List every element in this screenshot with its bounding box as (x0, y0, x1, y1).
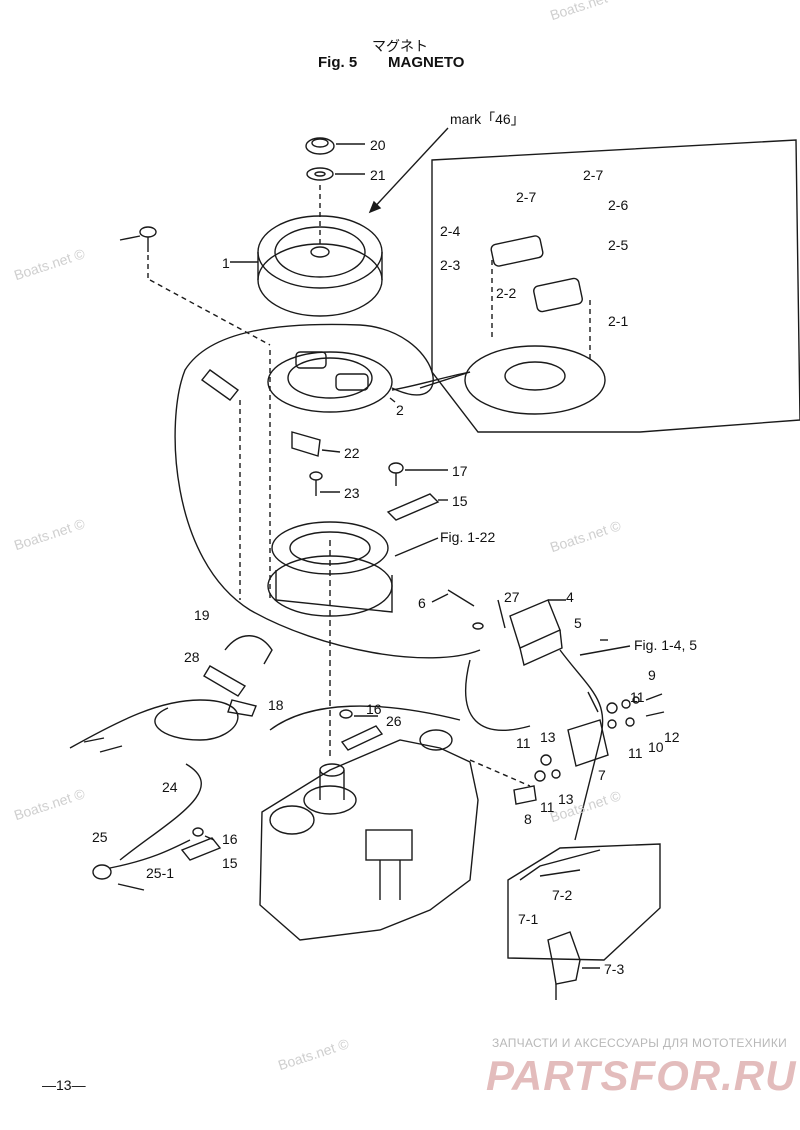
screw-17 (388, 462, 448, 486)
callout-7: 7 (598, 767, 606, 783)
mark-arrow (369, 127, 449, 213)
callout-1: 1 (222, 255, 230, 271)
callout-2-5: 2-5 (608, 237, 629, 253)
engine-block (259, 729, 479, 941)
flywheel-1 (230, 215, 383, 317)
callout-28: 28 (184, 649, 200, 665)
callout-15b: 15 (222, 855, 238, 871)
connector-28 (203, 665, 247, 697)
callout-16b: 16 (222, 831, 238, 847)
callout-10: 10 (648, 739, 664, 755)
callout-20: 20 (370, 137, 386, 153)
callout-mark: mark「46」 (450, 111, 525, 127)
callout-13a: 13 (540, 729, 556, 745)
callout-21: 21 (370, 167, 386, 183)
callout-25-1: 25-1 (146, 865, 175, 881)
callout-27: 27 (504, 589, 520, 605)
nut-washer-group (606, 693, 665, 729)
plate-15b (180, 837, 222, 861)
spacer-8 (513, 785, 537, 805)
plate-26 (340, 725, 384, 751)
callout-11d: 11 (540, 799, 555, 815)
callout-fig-1-4-5: Fig. 1-4, 5 (634, 637, 698, 653)
callout-16a: 16 (366, 701, 382, 717)
callout-7-2: 7-2 (552, 887, 573, 903)
clamp-22 (291, 431, 341, 457)
plug-cap-7 (567, 691, 609, 767)
callout-15a: 15 (452, 493, 468, 509)
harness-24 (69, 699, 239, 749)
cap-7-3 (547, 931, 600, 1000)
inset-frame (431, 139, 800, 433)
nut-20 (305, 137, 365, 155)
callout-7-1: 7-1 (518, 911, 539, 927)
figure-number: Fig. 5 (318, 54, 358, 71)
callout-fig-1-22: Fig. 1-22 (440, 529, 496, 545)
dealer-caption: ЗАПЧАСТИ И АКСЕССУАРЫ ДЛЯ МОТОТЕХНИКИ (492, 1036, 788, 1050)
title-japanese: マグネト (372, 38, 428, 54)
callout-2-7b: 2-7 (516, 189, 537, 205)
callout-23: 23 (344, 485, 360, 501)
callout-9: 9 (648, 667, 656, 683)
wire-harness-loop (174, 323, 481, 659)
callout-19: 19 (194, 607, 210, 623)
switch-25 (92, 839, 191, 891)
screw-left (119, 226, 157, 280)
detail-frame-7 (507, 843, 661, 961)
plate-15 (386, 493, 448, 521)
callout-2-3: 2-3 (440, 257, 461, 273)
callout-2-1: 2-1 (608, 313, 629, 329)
screw-6 (431, 589, 475, 607)
screw-16 (339, 709, 378, 719)
callout-2-6: 2-6 (608, 197, 629, 213)
callout-26: 26 (386, 713, 402, 729)
screw-16b (192, 827, 215, 841)
callout-2-2: 2-2 (496, 285, 517, 301)
dealer-logo: PARTSFOR.RU (486, 1052, 797, 1099)
ht-cable (559, 649, 604, 841)
screw-23 (309, 471, 340, 496)
callout-25: 25 (92, 829, 108, 845)
callout-18: 18 (268, 697, 284, 713)
figure-title: MAGNETO (388, 54, 465, 71)
callout-6: 6 (418, 595, 426, 611)
callout-12: 12 (664, 729, 680, 745)
wire-19 (224, 635, 273, 665)
callout-11a: 11 (630, 689, 645, 705)
wire-18 (227, 699, 257, 717)
stator-plate-2 (267, 351, 471, 413)
callout-7-3: 7-3 (604, 961, 625, 977)
callout-24: 24 (162, 779, 178, 795)
callout-2-7a: 2-7 (583, 167, 604, 183)
callout-22: 22 (344, 445, 360, 461)
callout-11c: 11 (516, 735, 531, 751)
cdi-unit-4 (509, 599, 566, 666)
callout-5: 5 (574, 615, 582, 631)
callout-13b: 13 (558, 791, 574, 807)
inset-stator (419, 235, 606, 415)
washer-21 (306, 167, 365, 181)
callout-2-4: 2-4 (440, 223, 461, 239)
base-ring (267, 521, 439, 617)
callout-11b: 11 (628, 745, 643, 761)
callout-8: 8 (524, 811, 532, 827)
callout-17: 17 (452, 463, 468, 479)
page-number: —13— (42, 1077, 86, 1093)
callout-2: 2 (396, 402, 404, 418)
callout-4: 4 (566, 589, 574, 605)
